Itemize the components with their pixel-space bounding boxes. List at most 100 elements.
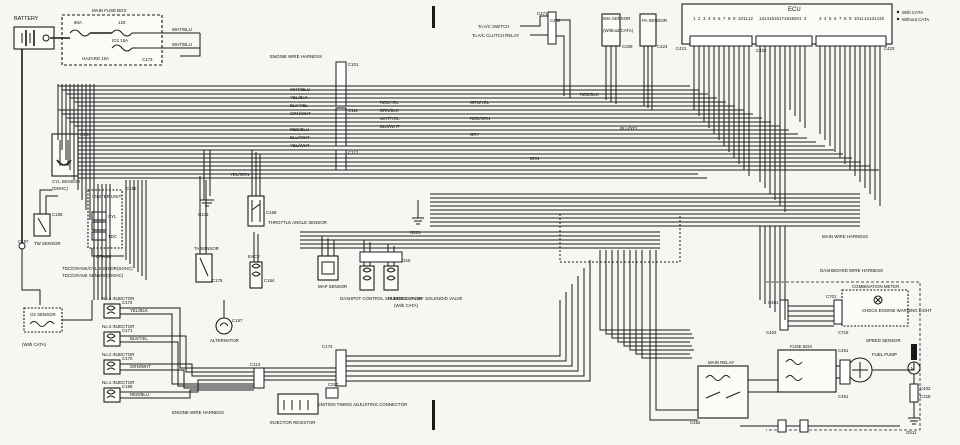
purge-with-cata-label: (With CATA) [394, 303, 419, 308]
ecu-pin-number: 14 [764, 16, 769, 21]
injector-resistor: INJECTOR RESISTOR [270, 393, 319, 425]
ima-sensor-label: IMA SENSOR [603, 16, 630, 21]
injector-wire [120, 379, 336, 393]
without-cata-label: Without CATA [902, 17, 929, 22]
main-relay: MAIN RELAY C452 [690, 360, 749, 425]
ecu-pin-number: 2 [698, 16, 701, 21]
injector-label: No.4 INJECTOR [102, 296, 134, 301]
lower-run-wire [346, 268, 585, 377]
ecu-pin-number: 4 [824, 16, 827, 21]
cyl-sensor-label: CYL SENSOR [52, 179, 80, 184]
ecu-label: ECU [788, 7, 801, 13]
ecu-pin-number: 4 [708, 16, 711, 21]
ecu-pin-number: 11 [743, 16, 748, 21]
ecu-pin-number: 8 [844, 16, 847, 21]
c452-label: C452 [690, 420, 701, 425]
ta-sensor: TA SENSOR C175 [194, 176, 223, 283]
ecu-pin-number: 15 [769, 16, 774, 21]
pa-sensor-label: PA SENSOR [642, 18, 667, 23]
purge-valve-label: PURGE CUT-OFF SOLENOID VALVE [388, 296, 463, 301]
c113-label: C113 [250, 362, 261, 367]
wire-color-tag: YEL/BLK [290, 95, 308, 100]
g131-label: G131 [198, 212, 209, 217]
alternator-label: ALTERNATOR [210, 338, 239, 343]
c164-label: C164 [264, 278, 275, 283]
map-sensor-label: MAP SENSOR [318, 284, 347, 289]
right-drop-wire [605, 250, 692, 335]
battery: BATTERY [13, 16, 55, 50]
alternator: C167 ALTERNATOR [210, 300, 243, 343]
ecu-pin-number: 6 [718, 16, 721, 21]
ecu-pin-number: 11 [859, 16, 864, 21]
c403-label: C403 [766, 330, 777, 335]
wire-color-tag: GRN/WHT [290, 111, 311, 116]
main-bus-wires [58, 85, 879, 263]
pump-feed-wire [872, 362, 915, 371]
ac-connector-area: To A/C SWITCH To A/C CLUTCH RELAY C471 C… [472, 11, 571, 98]
injector-connector-label: C169 [122, 384, 133, 389]
right-drop-wire [629, 250, 694, 351]
injector-coil [106, 389, 116, 399]
engine-wire-harness-label: ENGINE WIRE HARNESS [270, 54, 322, 59]
check-engine-label: CHECK ENGINE WARNING LIGHT [862, 308, 932, 313]
wire-color-tag: BLU/WHT [290, 135, 310, 140]
ecu-pin-number: 7 [723, 16, 726, 21]
c209-label: C209 [622, 44, 633, 49]
ecu-pin-number: 5 [713, 16, 716, 21]
o2-with-cata-label: (With CATA) [22, 342, 47, 347]
wire-color-tags: WHT/BLUYEL/BLKBLK/YELGRN/WHTRED/BLUBLU/W… [230, 87, 639, 177]
fuel-pump-label: FUEL PUMP [872, 352, 897, 357]
c471-label: C471 [537, 11, 548, 16]
combination-meter-label: COMBINATION METER [852, 284, 899, 289]
lower-connectors: C174 C113 C317 IGNITION TIMING ADJUSTING… [250, 344, 407, 407]
tdc-label: TDC [108, 234, 117, 239]
c175-label: C175 [212, 278, 223, 283]
c402-label: C402 [920, 386, 931, 391]
ima-without-cata-label: (Without CATA) [603, 28, 634, 33]
g131-ground: G131 [198, 150, 214, 217]
ecu: ECU C421 C422 C423 With CATA Without CAT… [676, 3, 929, 53]
lower-run-wire [346, 292, 567, 362]
ecu-pin-number: 18 [784, 16, 789, 21]
injector-connector-label: C171 [122, 328, 133, 333]
ecu-pin-number: 5 [829, 16, 832, 21]
injector-wire-tag: GRN/WHT [130, 364, 151, 369]
c401-label: C401 [768, 300, 779, 305]
wire-color-tag: WHT/YEL [380, 116, 400, 121]
ecu-pin-number: 13 [759, 16, 764, 21]
c317-label: C317 [328, 382, 339, 387]
fuel-pump: FUEL PUMP M C402 C318 G511 [872, 344, 931, 435]
dashboard-wire-harness-label: DASHBOARD WIRE HARNESS [820, 268, 883, 273]
ecu-pin-number: 10 [854, 16, 859, 21]
with-cata-label: With CATA [902, 10, 923, 15]
pa-sensor: PA SENSOR C424 [639, 13, 668, 110]
wire-color-tag: GRY [470, 132, 480, 137]
map-sensor: MAP SENSOR [317, 236, 347, 289]
ecu-pin-number: 14 [874, 16, 879, 21]
c101-label: C101 [348, 62, 359, 67]
fuse-ig1-label: IG1 15A [112, 38, 128, 43]
tw-sensor: C158 TW SENSOR [33, 189, 63, 246]
c112-label: C112 [348, 150, 359, 155]
ecu-pin-number: 12 [748, 16, 753, 21]
ecu-pin-number: 20 [794, 16, 799, 21]
c173-label: C173 [142, 57, 153, 62]
o2-sensor: O2 SENSOR (With CATA) [22, 300, 93, 347]
lower-run-wire [346, 284, 573, 367]
lower-run-wire [346, 276, 579, 372]
lower-run-wire [346, 300, 561, 357]
c157-label: C157 [18, 239, 29, 244]
ecu-pin-number: 9 [733, 16, 736, 21]
fuse-120-label: 120 [118, 20, 126, 25]
fuse-80a-label: 80A [74, 20, 82, 25]
right-drop-wire [623, 250, 692, 347]
wire-color-tag: WHT/BLU [290, 87, 310, 92]
battery-label: BATTERY [14, 16, 39, 22]
eacv: EACV C164 [248, 232, 275, 289]
c424-label: C424 [657, 44, 668, 49]
ecu-pin-number: 3 [819, 16, 822, 21]
engine-wire-harness-label-2: ENGINE WIRE HARNESS [172, 410, 224, 415]
wire-color-tag: YEL/WHT [290, 143, 310, 148]
dashpot-valve: DASHPOT CONTROL SOLENOID VALVE [340, 240, 422, 301]
